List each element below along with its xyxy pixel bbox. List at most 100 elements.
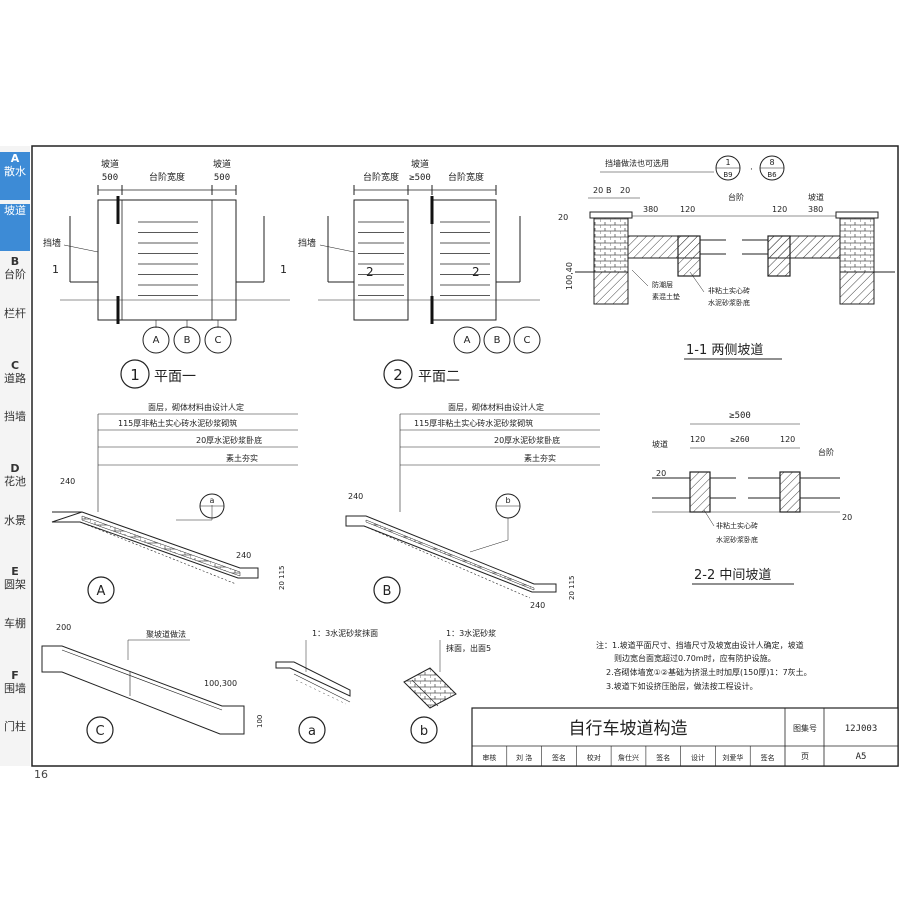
detailA-side-dim: 20 115 (278, 566, 286, 591)
section11-label-slope: 坡道 (808, 192, 824, 202)
section22-dim-20a: 20 (656, 469, 666, 478)
detailC-mark: C (95, 724, 104, 739)
section-2-2: ≥500 120 ≥260 120 坡道 台阶 20 20 非粘土实心砖 水泥砂… (652, 411, 852, 585)
section11-dim-380b: 380 (808, 205, 823, 214)
sheet-frame (31, 145, 899, 767)
plan-two: 台阶宽度 坡道 ≥500 台阶宽度 挡墙 2 2 A B C 2 平面二 (298, 158, 541, 389)
detailC-label: 聚坡道做法 (146, 629, 186, 639)
title-block: 自行车坡道构造 图集号 12J003 页 A5 审核刘 洛签名校对詹仕兴签名设计… (471, 707, 899, 767)
detail-b-mark: b (420, 724, 428, 739)
sidebar-item-code: B (10, 255, 20, 269)
sidebar-item-9[interactable]: 车棚 (0, 617, 30, 665)
sidebar-item-code: D (10, 462, 20, 475)
plan1-dim-right-label: 坡道 (213, 158, 231, 170)
detailB-mark: B (383, 584, 392, 599)
section11-dim-b: B (606, 186, 612, 195)
detail-c: 200 聚坡道做法 100,300 100 C (41, 623, 264, 744)
detail-b-label2: 抹面，出面5 (446, 643, 491, 653)
detailC-dim-top: 200 (56, 623, 71, 632)
sidebar-item-label: 坡道 (4, 203, 26, 217)
section11-dim-20b: 20 (620, 186, 630, 195)
plan1-circle-c: C (215, 335, 222, 346)
titleblock-atlas-value: 12J003 (845, 724, 878, 734)
detailA-layer-1: 面层，砌体材料由设计人定 (148, 402, 244, 412)
section11-dim-20a: 20 (593, 186, 603, 195)
sidebar-item-label: 围墙 (4, 681, 26, 695)
section22-dim-120a: 120 (690, 435, 705, 444)
detailB-layer-4: 素土夯实 (524, 453, 556, 463)
detailB-layer-1: 面层，砌体材料由设计人定 (448, 402, 544, 412)
plan1-dim-mid-label: 台阶宽度 (149, 171, 185, 183)
detailB-side-dim: 20 115 (568, 576, 576, 601)
svg-text:·: · (750, 165, 753, 175)
plan1-dim-left-value: 500 (102, 173, 118, 183)
sidebar-item-5[interactable]: 挡墙 (0, 410, 30, 458)
titleblock-atlas-label: 图集号 (793, 723, 817, 733)
detailB-dim-top: 240 (348, 492, 363, 501)
titleblock-title: 自行车坡道构造 (569, 719, 688, 739)
plan2-circle-b: B (494, 335, 501, 346)
section22-dim-total: ≥500 (729, 411, 751, 421)
detailA-layer-4: 素土夯实 (226, 453, 258, 463)
detailC-dim-bottom: 100,300 (204, 679, 237, 688)
sidebar-item-7[interactable]: 水景 (0, 514, 30, 562)
section11-ref1-top: 1 (725, 158, 730, 167)
detail-a-upper: 面层，砌体材料由设计人定 115厚非粘土实心砖水泥砂浆砌筑 20厚水泥砂浆卧底 … (51, 402, 298, 604)
section22-ann2: 水泥砂浆卧底 (716, 535, 758, 544)
page-number: 16 (34, 768, 48, 781)
section22-ann1: 非粘土实心砖 (716, 521, 758, 530)
sidebar-item-11[interactable]: 门柱 (0, 720, 30, 768)
detailA-dim-top: 240 (60, 477, 75, 486)
titleblock-cell-3: 校对 (587, 753, 601, 762)
section11-title: 1-1 两侧坡道 (686, 343, 763, 358)
plan2-dim-mid-value: ≥500 (409, 173, 431, 183)
sidebar-item-code: E (11, 565, 19, 579)
section11-side-20: 20 (558, 213, 568, 222)
detailA-dim-bottom: 240 (236, 551, 251, 560)
section11-label-step: 台阶 (728, 192, 744, 202)
sidebar-item-label: 道路 (4, 371, 26, 385)
plan2-dim-right: 台阶宽度 (448, 171, 484, 183)
detailB-ref: b (505, 496, 510, 505)
plan2-section-mark-right: 2 (472, 265, 480, 279)
plan1-circle-b: B (184, 335, 191, 346)
titleblock-cell-4: 詹仕兴 (618, 753, 639, 762)
sidebar-item-label: 台阶 (4, 268, 26, 282)
titleblock-cell-7: 刘爱华 (722, 753, 743, 762)
detail-lower-b: 1：3水泥砂浆 抹面，出面5 b (403, 628, 496, 744)
detail-lower-a: 1：3水泥砂浆抹面 a (275, 628, 378, 744)
titleblock-cell-5: 签名 (656, 753, 670, 762)
notes-line-1: 注：1.坡道平面尺寸、挡墙尺寸及坡宽由设计人确定，坡道 (596, 640, 804, 650)
sidebar-item-1[interactable]: 坡道 (0, 203, 30, 252)
detailA-mark: A (97, 584, 106, 599)
sidebar-item-label: 散水 (4, 165, 26, 178)
plan2-dim-left: 台阶宽度 (363, 171, 399, 183)
section11-dim-120b: 120 (772, 205, 787, 214)
detail-a-label: 1：3水泥砂浆抹面 (312, 628, 378, 638)
detailB-dim-bottom: 240 (530, 601, 545, 610)
plan1-dim-left-label: 坡道 (101, 158, 119, 170)
sidebar-item-label: 车棚 (4, 617, 26, 630)
section11-ann4: 水泥砂浆卧底 (708, 298, 750, 307)
titleblock-cell-0: 审核 (482, 753, 496, 762)
section11-ref2-top: 8 (769, 158, 774, 167)
section22-title: 2-2 中间坡道 (694, 568, 771, 583)
detailB-layer-3: 20厚水泥砂浆卧底 (494, 435, 560, 445)
plan1-circle-a: A (153, 335, 160, 346)
notes: 注：1.坡道平面尺寸、挡墙尺寸及坡宽由设计人确定，坡道 则边宽台面宽超过0.70… (596, 640, 812, 691)
sidebar-item-code: A (10, 152, 20, 165)
titleblock-cell-6: 设计 (691, 753, 705, 762)
sidebar-item-3[interactable]: 栏杆 (0, 307, 30, 355)
sidebar-item-label: 圆架 (4, 578, 26, 592)
titleblock-page-label: 页 (801, 752, 809, 761)
detailC-side-dim: 100 (256, 715, 264, 728)
titleblock-page-value: A5 (856, 752, 867, 762)
